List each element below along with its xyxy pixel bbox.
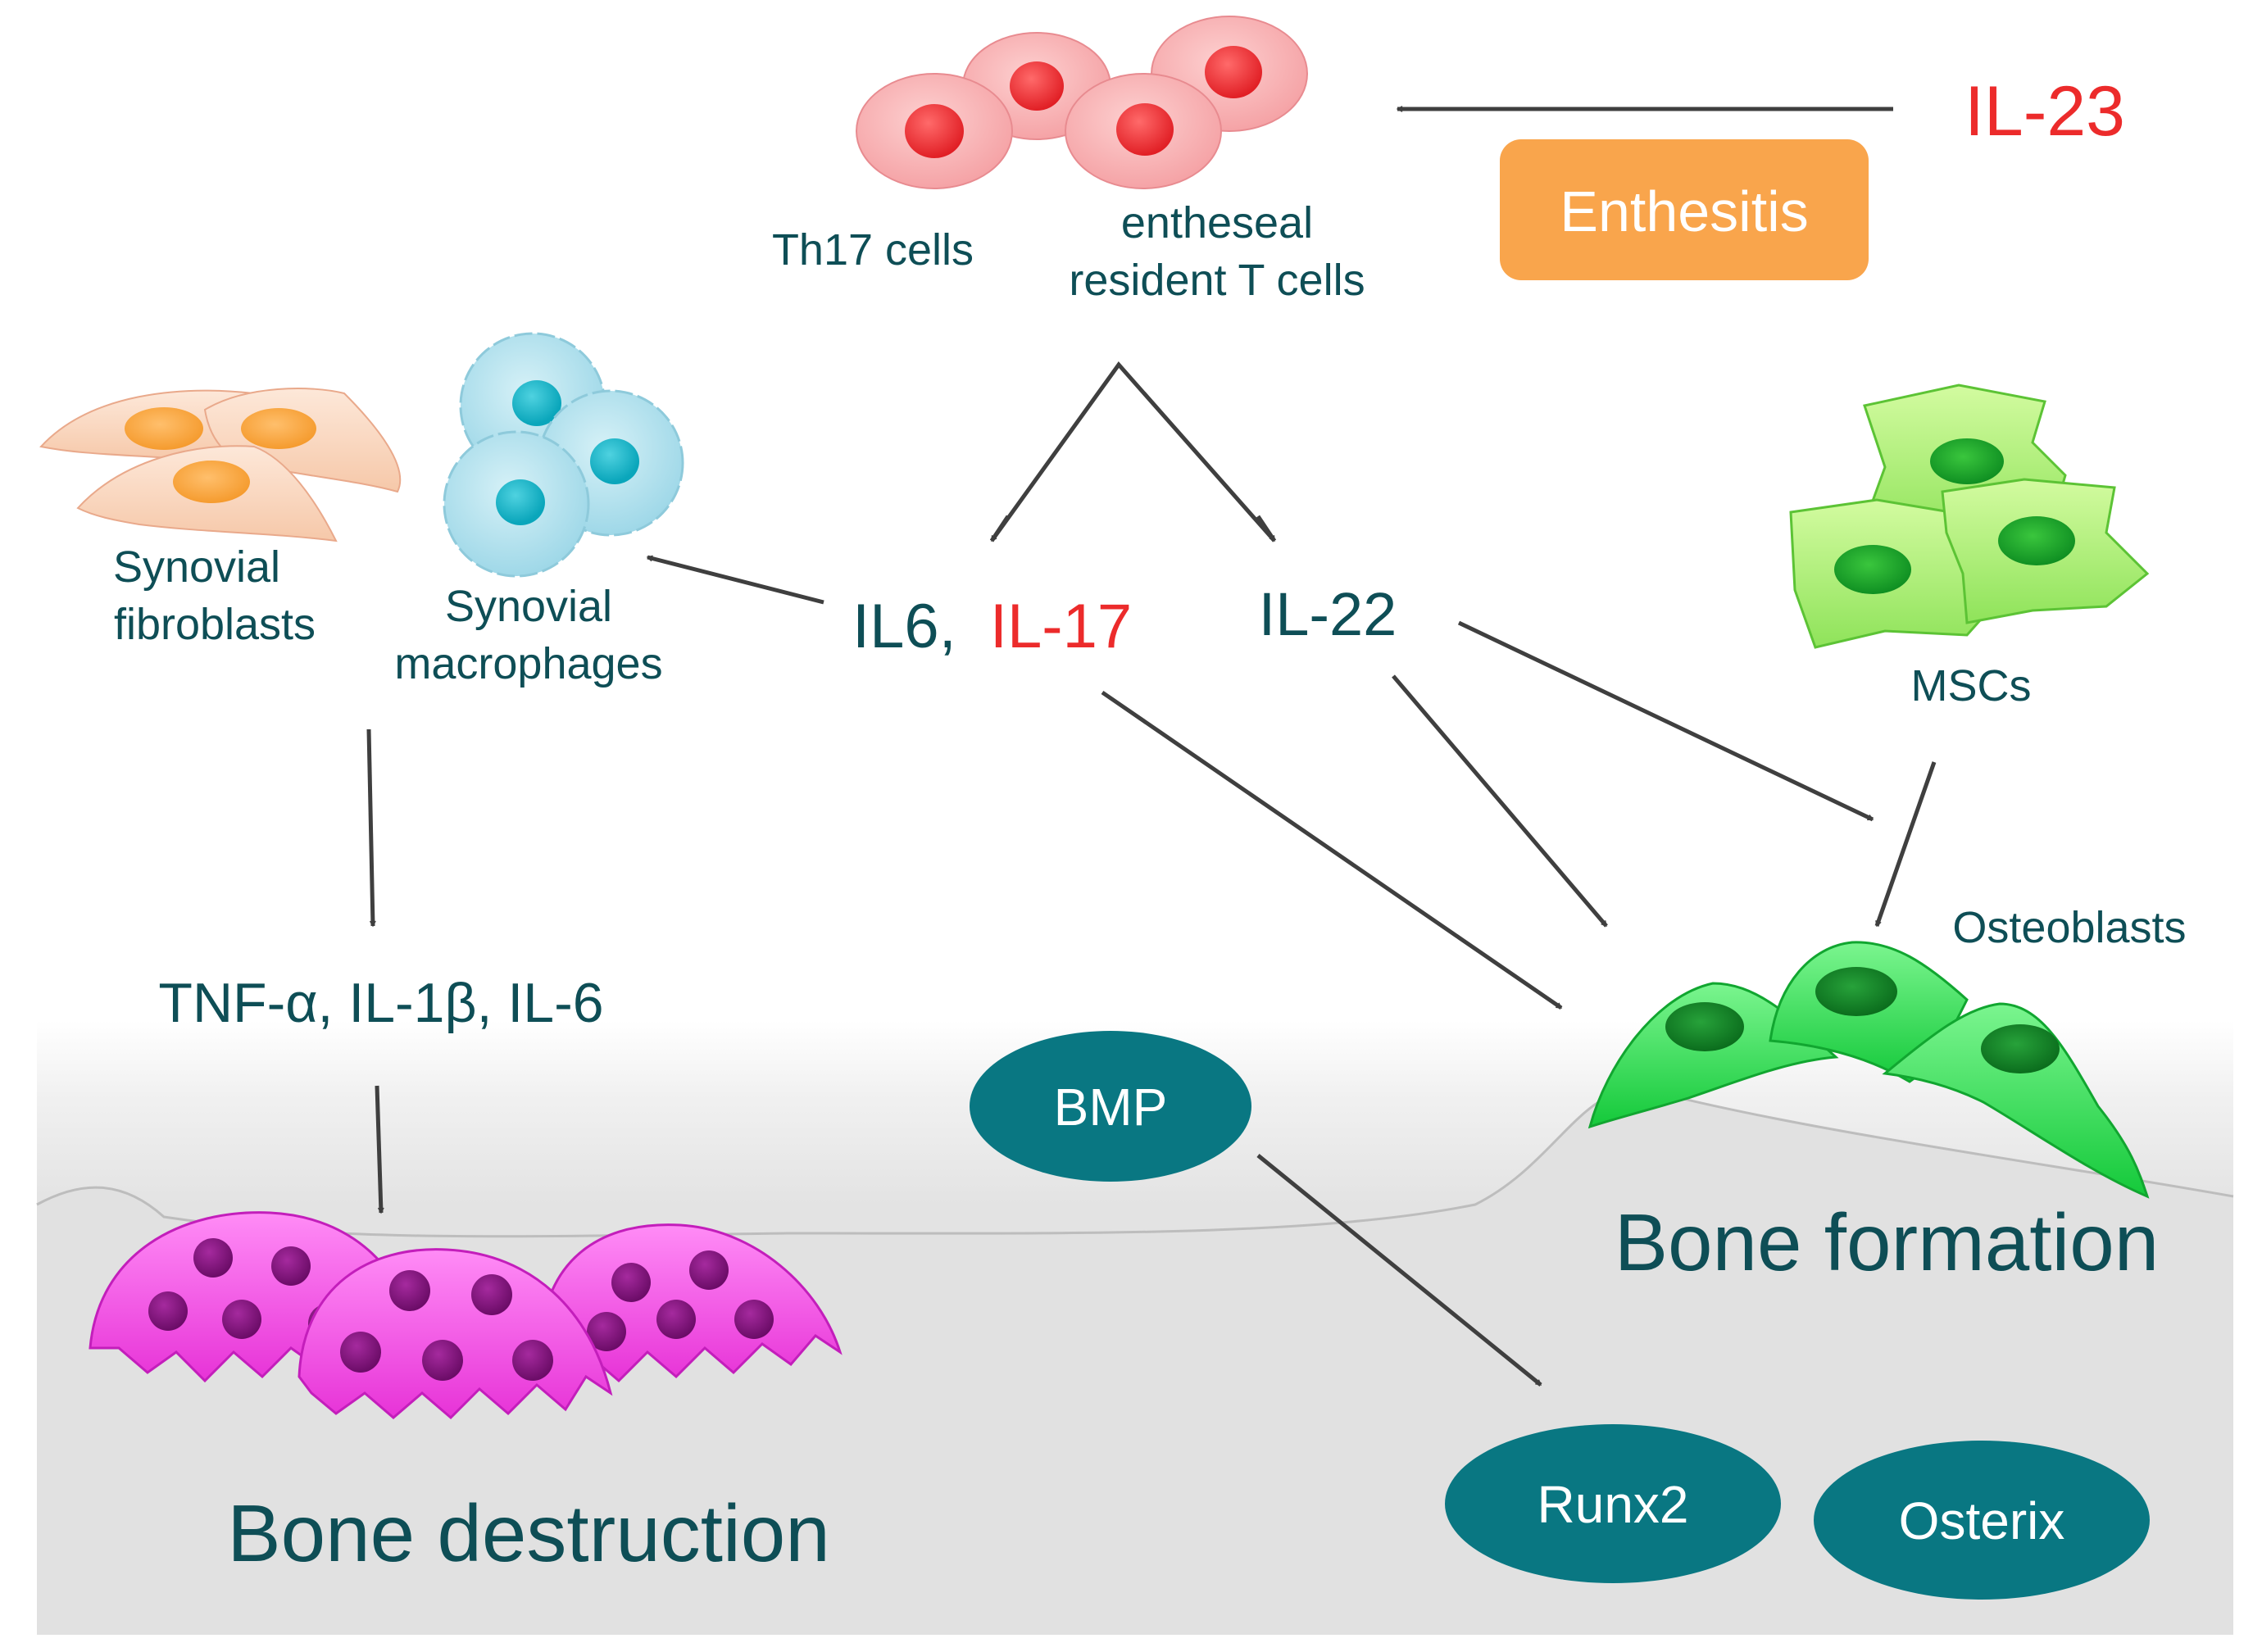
synovial-macrophages-line1: Synovial xyxy=(445,582,612,631)
macrophage-cell xyxy=(443,430,590,578)
enthesitis-label: Enthesitis xyxy=(1560,179,1808,243)
arrow-split-left-head xyxy=(989,515,1011,542)
arrow-mscs-to-osteoblasts xyxy=(1874,761,1937,926)
synovial-macrophages-line2: macrophages xyxy=(394,639,662,688)
entheseal-label-line1: entheseal xyxy=(1121,198,1313,247)
synovial-macrophage-cluster xyxy=(443,332,684,578)
fibroblast-cell xyxy=(76,445,338,542)
th17-label: Th17 cells xyxy=(772,225,974,275)
osterix-label: Osterix xyxy=(1899,1491,2065,1550)
runx2-label: Runx2 xyxy=(1538,1475,1689,1534)
osterix-oval: Osterix xyxy=(1814,1441,2150,1600)
text-labels: IL-23 Th17 cells entheseal resident T ce… xyxy=(113,72,2187,1578)
osteoblast-cell xyxy=(1882,1002,2150,1199)
arrow-il22-to-msc-target xyxy=(1457,620,1873,822)
arrow-split-right-head xyxy=(1256,515,1277,542)
il6-label: IL6, xyxy=(852,592,956,661)
enthesitis-badge: Enthesitis xyxy=(1500,139,1869,280)
arrow-bmp-to-runx2 xyxy=(1256,1154,1542,1386)
bone-destruction-label: Bone destruction xyxy=(227,1488,829,1578)
arrow-cytokines-to-osteoclasts xyxy=(375,1085,381,1213)
il6-il17-label: IL6, IL-17 xyxy=(852,592,1132,661)
osteoblasts-label: Osteoblasts xyxy=(1952,903,2186,952)
il17-label: IL-17 xyxy=(990,592,1132,661)
arrow-il17-to-bone-formation xyxy=(1101,690,1563,1010)
il22-label: IL-22 xyxy=(1259,580,1397,648)
cytokines-label: TNF-α, IL-1β, IL-6 xyxy=(158,972,603,1034)
runx2-oval: Runx2 xyxy=(1445,1424,1781,1583)
arrows xyxy=(366,109,1937,1386)
arrow-macrophages-to-cytokines xyxy=(366,728,373,926)
arrow-il17-to-macrophages xyxy=(647,555,824,605)
bmp-oval: BMP xyxy=(970,1031,1251,1182)
osteoclast-cluster xyxy=(89,1211,843,1420)
il23-label: IL-23 xyxy=(1964,72,2125,151)
osteoblast-cluster xyxy=(1587,941,2150,1199)
synovial-fibroblasts-line1: Synovial xyxy=(113,542,280,592)
bone-formation-label: Bone formation xyxy=(1615,1197,2160,1287)
fibroblast-cell xyxy=(203,388,402,493)
entheseal-label-line2: resident T cells xyxy=(1069,256,1365,305)
synovial-fibroblasts-line2: fibroblasts xyxy=(114,600,316,649)
arrow-tcells-split xyxy=(989,361,1276,542)
synovial-fibroblast-cluster xyxy=(39,388,402,542)
msc-cluster xyxy=(1789,384,2150,649)
th17-cell xyxy=(1065,73,1222,189)
th17-cell-cluster xyxy=(856,16,1308,189)
msc-cell xyxy=(1941,478,2150,624)
arrow-il22-to-osteoblasts xyxy=(1392,674,1608,928)
osteoclast-cell xyxy=(298,1248,613,1420)
mscs-label: MSCs xyxy=(1911,661,2032,710)
osteoclast-cell xyxy=(539,1223,843,1383)
bmp-label: BMP xyxy=(1054,1078,1168,1137)
th17-cell xyxy=(856,73,1013,189)
